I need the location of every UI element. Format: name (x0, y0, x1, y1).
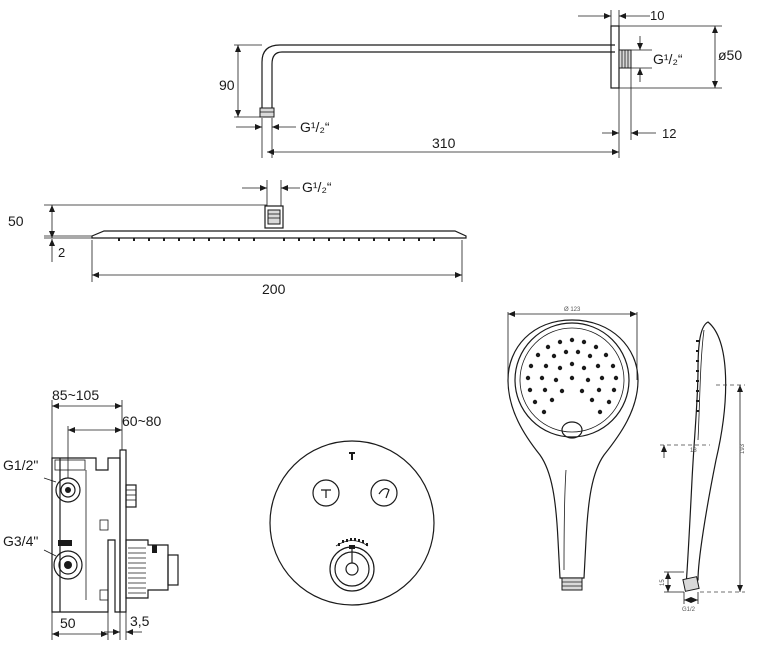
shower-arm-view: 10 G¹/₂“ ø50 90 G¹/₂“ 310 12 (219, 8, 742, 158)
spray-nozzles (525, 337, 619, 415)
outlet-port (53, 550, 83, 580)
dim-valve-install: 60~80 (122, 413, 162, 429)
hand-shower-profile (685, 321, 727, 588)
valve-cartridge (125, 539, 169, 599)
temperature-knob[interactable] (329, 538, 375, 592)
spray-selector-button[interactable] (561, 421, 583, 439)
head-shower-icon (321, 489, 331, 498)
dim-arm-length: 310 (432, 135, 456, 151)
control-plate (269, 440, 435, 606)
valve-cover-plate (119, 449, 127, 613)
dim-hand-length: 193 (740, 443, 746, 454)
head-shower-button[interactable] (312, 479, 340, 507)
dim-flange-diameter: ø50 (718, 47, 742, 63)
hand-shower-front-view: Ø 123 (507, 307, 639, 591)
dim-head-thread: G¹/₂“ (302, 179, 332, 195)
dim-drop-height: 90 (219, 77, 235, 93)
dim-hand-neck: 13 (690, 448, 697, 454)
dim-hand-thread: G1/2 (682, 607, 696, 613)
arm-outlet-nut (259, 107, 275, 118)
hand-shower-side-view: 193 13 15 G1/2 (660, 321, 746, 613)
dim-flange-thickness: 10 (650, 8, 664, 23)
hand-shower-thread (561, 577, 583, 591)
label-outlet-thread: G3/4" (3, 533, 38, 549)
dim-head-width: 200 (262, 281, 286, 297)
control-plate-view (269, 440, 435, 606)
valve-knob-stub (167, 554, 179, 586)
dim-arm-thread-bottom: G¹/₂“ (300, 119, 330, 135)
head-connector (264, 205, 284, 229)
dim-wall-offset: 12 (662, 126, 676, 141)
brand-mark-icon (349, 452, 355, 460)
dim-valve-width: 50 (60, 615, 76, 631)
dim-head-height: 50 (8, 213, 24, 229)
hand-shower-icon (378, 488, 390, 499)
head-plate (91, 230, 467, 239)
dim-hand-diameter: Ø 123 (564, 307, 581, 313)
dim-plate-thickness: 3,5 (130, 613, 150, 629)
dim-arm-thread-top: G¹/₂“ (653, 51, 683, 67)
valve-spindle-upper (125, 484, 137, 508)
label-inlet-thread: G1/2" (3, 457, 38, 473)
dim-head-edge: 2 (58, 245, 65, 260)
dim-valve-depth: 85~105 (52, 387, 99, 403)
dim-hand-thread-height: 15 (660, 579, 666, 586)
wall-flange (610, 25, 620, 89)
hand-shower-side-thread (682, 576, 700, 592)
head-shower-view: G¹/₂“ 50 2 200 (8, 179, 467, 297)
hand-shower-button[interactable] (370, 479, 398, 507)
hand-shower-face (514, 322, 630, 438)
valve-body-view: 85~105 60~80 G1/2" G3/4" 50 3,5 (3, 387, 179, 640)
hand-shower-body (507, 319, 639, 579)
